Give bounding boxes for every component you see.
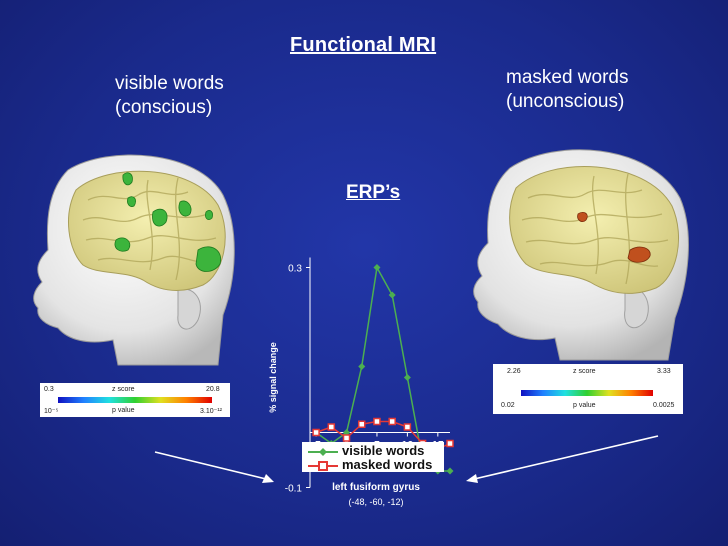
data-point-masked: [327, 423, 336, 431]
condition-visible-line1: visible words: [115, 73, 224, 94]
colorbar-gradient: [521, 390, 653, 396]
p-min: 0.02: [501, 402, 515, 409]
data-point-masked: [403, 423, 412, 431]
p-max: 0.0025: [653, 402, 675, 409]
region-of-interest: left fusiform gyrus (-48, -60, -12): [316, 480, 436, 510]
z-max: 20.8: [206, 386, 220, 393]
legend-label-masked: masked words: [342, 456, 433, 472]
condition-label-masked: masked words (unconscious): [506, 66, 629, 114]
brain-render-visible: [33, 154, 235, 366]
arrowhead-right: [466, 474, 478, 483]
erp-chart: 0.3-0.1-5051015time (s)% signal change: [268, 257, 454, 495]
region-coords: (-48, -60, -12): [348, 497, 404, 507]
data-point-visible: [388, 291, 396, 299]
data-point-masked: [357, 420, 366, 428]
p-min: 10⁻⁵: [44, 408, 59, 415]
data-point-visible: [373, 264, 381, 271]
z-max: 3.33: [657, 368, 671, 375]
condition-masked-line1: masked words: [506, 67, 629, 88]
region-name: left fusiform gyrus: [332, 482, 420, 493]
chart-legend: visible words masked words: [302, 442, 444, 472]
legend-swatch-masked: [308, 459, 338, 471]
data-point-masked: [342, 434, 351, 442]
legend-label-visible: visible words: [342, 442, 425, 458]
data-point-masked: [373, 417, 381, 426]
arrow-left: [154, 451, 271, 481]
p-label: p value: [112, 407, 135, 414]
y-axis-label: % signal change: [268, 342, 278, 413]
z-min: 0.3: [44, 386, 54, 393]
arrow-right: [469, 435, 659, 481]
colorbar-gradient: [58, 397, 212, 403]
p-max: 3.10⁻¹²: [200, 408, 222, 415]
y-tick-label: -0.1: [285, 484, 303, 495]
condition-masked-line2: (unconscious): [506, 91, 625, 112]
data-point-masked: [446, 439, 454, 448]
data-point-visible: [446, 467, 454, 475]
legend-item-visible: visible words: [308, 442, 425, 458]
data-point-masked: [312, 428, 320, 437]
p-label: p value: [573, 402, 596, 409]
condition-visible-line2: (conscious): [115, 97, 213, 118]
activation-blobs-visible: [114, 172, 222, 272]
activation-blobs-masked: [577, 212, 651, 263]
condition-label-visible: visible words (conscious): [115, 72, 224, 120]
erp-title: ERP’s: [346, 182, 401, 203]
z-label: z score: [112, 386, 135, 393]
y-tick-label: 0.3: [288, 264, 302, 275]
brain-render-masked: [473, 149, 689, 361]
legend-item-masked: masked words: [308, 456, 433, 472]
ear-shape: [177, 288, 201, 330]
page-title: Functional MRI: [290, 34, 437, 56]
data-point-visible: [358, 363, 366, 370]
z-min: 2.26: [507, 368, 521, 375]
data-point-visible: [403, 374, 411, 381]
legend-swatch-visible: [308, 445, 338, 456]
data-point-masked: [388, 417, 396, 426]
colorbar-masked: 2.26 z score 3.33 0.02 p value 0.0025: [493, 364, 683, 414]
series-line-visible: [315, 265, 450, 472]
colorbar-visible: 0.3 z score 20.8 10⁻⁵ p value 3.10⁻¹²: [40, 383, 230, 417]
z-label: z score: [573, 368, 596, 375]
